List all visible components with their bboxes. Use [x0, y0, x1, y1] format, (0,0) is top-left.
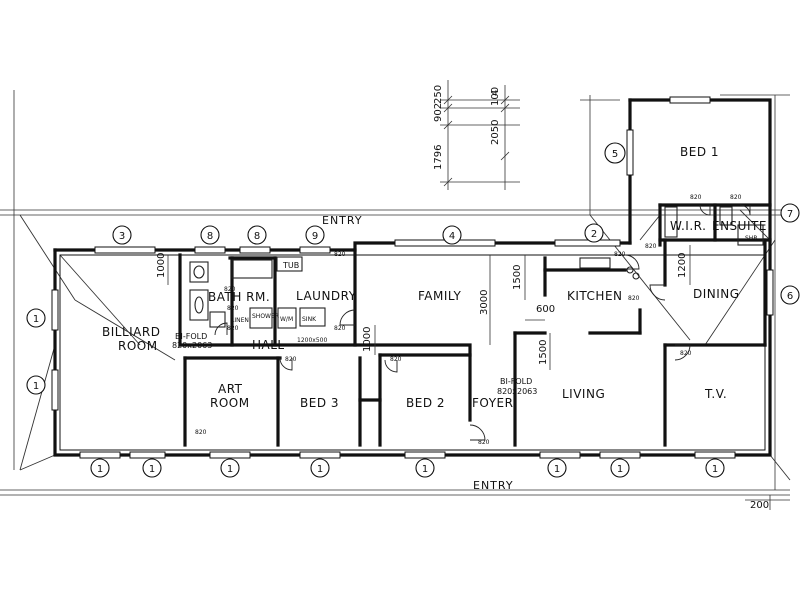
bifold-left-2: 820x2063 — [172, 341, 212, 350]
inner-dims: 1000 1000 3000 1500 1500 600 1200 200 — [156, 245, 769, 511]
notes: BI-FOLD 820x2063 BI-FOLD 820x2063 1200x5… — [172, 235, 758, 396]
bubble-8a: 8 — [207, 231, 213, 242]
wm-label: W/M — [280, 316, 293, 323]
door-size-9: 820 — [645, 243, 657, 250]
bubble-9: 9 — [312, 231, 318, 242]
room-tv: T.V. — [704, 387, 727, 401]
bubble-6: 6 — [787, 291, 793, 302]
dim-1200: 1200 — [677, 253, 688, 278]
room-tub: TUB — [282, 261, 299, 270]
dim-250: 250 — [433, 85, 444, 104]
dim-600: 600 — [536, 304, 555, 315]
dim-902: 902 — [433, 103, 444, 122]
door-size-12: 820 — [730, 194, 742, 201]
room-shower: SHOWER — [252, 313, 279, 320]
dim-1796: 1796 — [433, 145, 444, 170]
window-bubbles: 3 8 8 9 4 2 5 6 7 1 1 1 1 1 1 1 1 1 1 — [26, 142, 800, 478]
dim-1500b: 1500 — [538, 340, 549, 365]
bubble-8b: 8 — [254, 231, 260, 242]
entry-top-label: ENTRY — [322, 214, 363, 227]
door-size-5: 820 — [390, 356, 402, 363]
entry-bottom-label: ENTRY — [473, 479, 514, 492]
bubble-1-bottom-f: 1 — [554, 464, 560, 475]
room-kitchen: KITCHEN — [567, 289, 623, 303]
door-size-7: 820 — [478, 439, 490, 446]
bubble-1-bottom-c: 1 — [227, 464, 233, 475]
interior-walls — [178, 203, 772, 447]
door-size-8: 820 — [628, 295, 640, 302]
doors — [214, 204, 751, 441]
bubble-1-bottom-h: 1 — [712, 464, 718, 475]
room-family: FAMILY — [418, 289, 461, 303]
dim-2050: 2050 — [490, 120, 501, 145]
room-billiard-2: ROOM — [118, 339, 158, 353]
bubble-1-left-b: 1 — [33, 381, 39, 392]
door-size-15: 820 — [614, 251, 626, 258]
door-size-4: 820 — [285, 356, 297, 363]
fixtures — [189, 206, 764, 329]
room-bath: BATH RM. — [208, 290, 270, 304]
bifold-left-1: BI-FOLD — [175, 332, 207, 341]
door-sizes: 820 820 820 820 820 820 820 820 820 820 … — [195, 194, 742, 446]
windows — [51, 96, 774, 459]
room-wir: W.I.R. — [670, 219, 706, 233]
bubble-2: 2 — [591, 229, 597, 240]
shr-label: SHR — [745, 235, 758, 242]
room-foyer: FOYER — [472, 396, 513, 410]
door-size-6: 820 — [195, 429, 207, 436]
room-art-2: ROOM — [210, 396, 250, 410]
bubble-1-bottom-g: 1 — [617, 464, 623, 475]
bubble-1-bottom-d: 1 — [317, 464, 323, 475]
grid-lines — [0, 90, 790, 510]
dim-4: 4 — [490, 90, 501, 96]
room-bed2: BED 2 — [406, 396, 445, 410]
bubble-7: 7 — [787, 209, 793, 220]
dimension-stack: 1796 902 250 2050 100 4 — [433, 80, 520, 190]
dim-1500a: 1500 — [512, 265, 523, 290]
room-living: LIVING — [562, 387, 605, 401]
bubble-1-left-a: 1 — [33, 314, 39, 325]
dim-200: 200 — [750, 500, 769, 511]
bubble-1-bottom-a: 1 — [97, 464, 103, 475]
bifold-right-2: 820x2063 — [497, 387, 537, 396]
sink-label: SINK — [302, 316, 317, 323]
door-size-2: 820 — [227, 305, 239, 312]
room-bed1: BED 1 — [680, 145, 719, 159]
dim-3000: 3000 — [479, 290, 490, 315]
door-size-1: 820 — [334, 251, 346, 258]
door-size-3: 820 — [334, 325, 346, 332]
bubble-4: 4 — [449, 231, 455, 242]
room-labels: BED 1 W.I.R. ENSUITE FAMILY KITCHEN DINI… — [102, 145, 767, 410]
door-size-13: 820 — [224, 286, 236, 293]
linen-label: LINEN — [231, 317, 249, 324]
room-bed3: BED 3 — [300, 396, 339, 410]
bubble-1-bottom-b: 1 — [149, 464, 155, 475]
room-dining: DINING — [693, 287, 740, 301]
bubble-1-bottom-e: 1 — [422, 464, 428, 475]
bifold-right-1: BI-FOLD — [500, 377, 532, 386]
room-ensuite: ENSUITE — [712, 219, 767, 233]
dim-1000b: 1000 — [362, 327, 373, 352]
door-size-14: 820 — [227, 325, 239, 332]
tub-size: 1200x500 — [297, 337, 327, 344]
bubble-3: 3 — [119, 231, 125, 242]
room-billiard-1: BILLIARD — [102, 325, 160, 339]
room-laundry: LAUNDRY — [296, 289, 357, 303]
room-art-1: ART — [218, 382, 243, 396]
door-size-11: 820 — [690, 194, 702, 201]
dim-100: 100 — [490, 87, 501, 106]
dim-1000a: 1000 — [156, 253, 167, 278]
door-size-10: 820 — [680, 350, 692, 357]
room-hall: HALL — [252, 338, 285, 352]
entry-diagonals — [19, 209, 791, 481]
bubble-5: 5 — [612, 149, 618, 160]
